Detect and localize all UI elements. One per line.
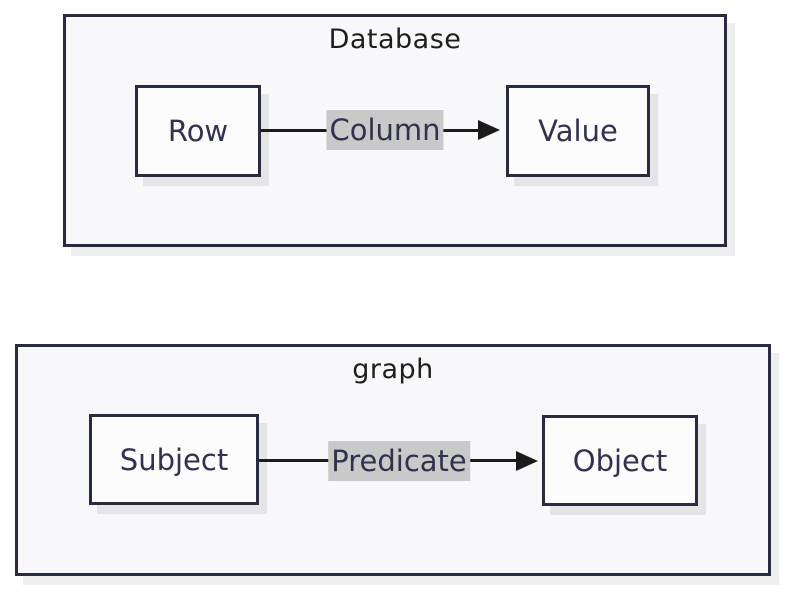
edge-label-predicate: Predicate bbox=[328, 441, 470, 481]
arrowhead-icon bbox=[516, 451, 538, 471]
node-value: Value bbox=[506, 85, 650, 177]
cluster-database: Database Row Column Value bbox=[63, 14, 727, 247]
cluster-database-title: Database bbox=[328, 24, 462, 55]
node-subject: Subject bbox=[89, 414, 259, 505]
node-subject-label: Subject bbox=[119, 442, 229, 477]
node-row-label: Row bbox=[167, 114, 229, 148]
cluster-graph-title: graph bbox=[352, 354, 434, 385]
arrowhead-icon bbox=[478, 120, 500, 140]
node-object: Object bbox=[542, 415, 698, 506]
node-value-label: Value bbox=[538, 114, 618, 148]
node-object-label: Object bbox=[572, 443, 668, 478]
node-row: Row bbox=[135, 85, 261, 177]
cluster-graph: graph Subject Predicate Object bbox=[15, 344, 771, 576]
edge-label-column: Column bbox=[326, 110, 444, 150]
